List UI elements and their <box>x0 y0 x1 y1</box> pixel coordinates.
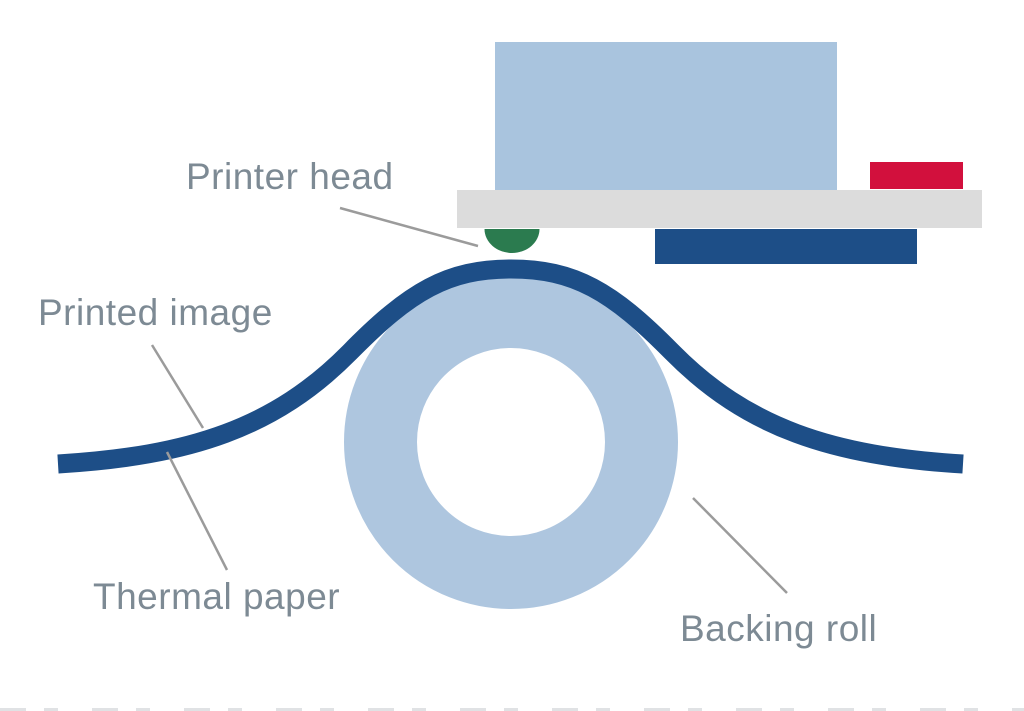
platen-bar-shape <box>457 190 982 228</box>
thermal-paper-label: Thermal paper <box>93 576 341 617</box>
backing-roll-label: Backing roll <box>680 608 878 649</box>
red-component-shape <box>870 162 963 189</box>
printer-head-leader-line <box>339 206 479 248</box>
printer-head-label: Printer head <box>186 156 394 197</box>
thermal-paper-web <box>57 259 964 474</box>
printer-head-shape <box>484 229 540 253</box>
thermal-paper-leader-line <box>165 451 229 571</box>
printed-image-leader-line <box>150 344 205 429</box>
printed-image-label: Printed image <box>38 292 273 333</box>
cropped-bottom-text-strip <box>0 708 1024 711</box>
printer-body-shape <box>495 42 837 190</box>
backing-roll-shape <box>344 275 678 609</box>
backing-roll-leader-line <box>692 497 788 594</box>
base-block-shape <box>655 229 917 264</box>
